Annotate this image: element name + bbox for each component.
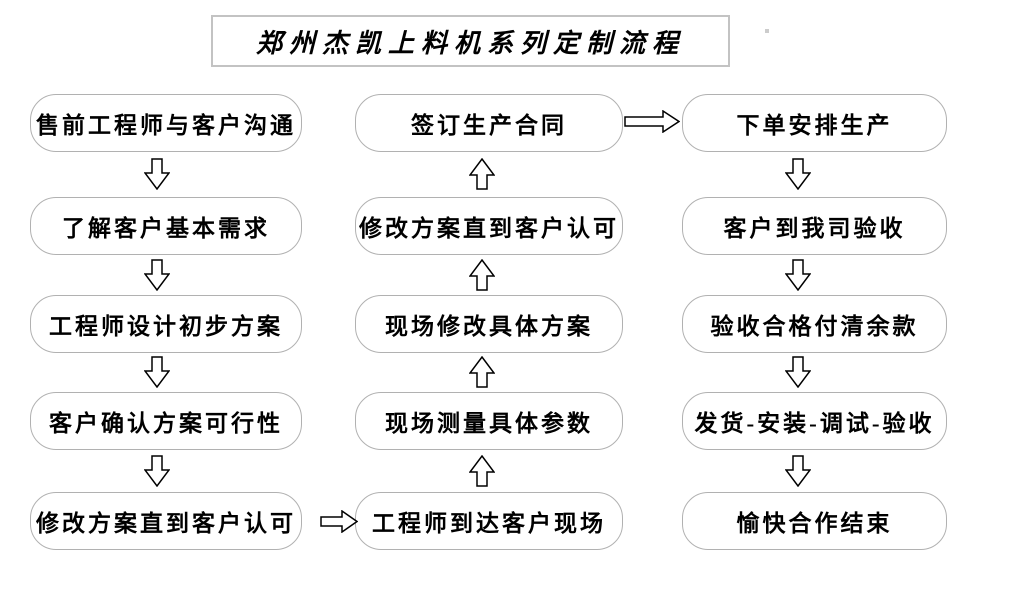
down-arrow-icon <box>785 356 811 388</box>
up-arrow-icon <box>469 259 495 291</box>
node-customer-acceptance: 客户到我司验收 <box>682 197 947 255</box>
node-arrive-customer-site: 工程师到达客户现场 <box>355 492 623 550</box>
node-revise-until-approved: 修改方案直到客户认可 <box>30 492 302 550</box>
down-arrow-icon <box>785 158 811 190</box>
up-arrow-icon <box>469 158 495 190</box>
down-arrow-icon <box>785 455 811 487</box>
node-onsite-measure-parameters: 现场测量具体参数 <box>355 392 623 450</box>
node-final-payment: 验收合格付清余款 <box>682 295 947 353</box>
node-onsite-modify-plan: 现场修改具体方案 <box>355 295 623 353</box>
up-arrow-icon <box>469 455 495 487</box>
down-arrow-icon <box>144 455 170 487</box>
right-arrow-icon <box>320 510 358 533</box>
flowchart-title: 郑州杰凯上料机系列定制流程 <box>255 28 685 58</box>
node-place-order-production: 下单安排生产 <box>682 94 947 152</box>
up-arrow-icon <box>469 356 495 388</box>
node-sign-contract: 签订生产合同 <box>355 94 623 152</box>
node-initial-design: 工程师设计初步方案 <box>30 295 302 353</box>
node-understand-needs: 了解客户基本需求 <box>30 197 302 255</box>
flowchart-title-box: 郑州杰凯上料机系列定制流程 <box>211 15 730 67</box>
node-presales-communication: 售前工程师与客户沟通 <box>30 94 302 152</box>
right-arrow-icon <box>624 110 680 133</box>
down-arrow-icon <box>144 259 170 291</box>
stray-dot <box>765 29 769 33</box>
node-cooperation-end: 愉快合作结束 <box>682 492 947 550</box>
down-arrow-icon <box>144 356 170 388</box>
node-onsite-revise-until-approved: 修改方案直到客户认可 <box>355 197 623 255</box>
node-confirm-feasibility: 客户确认方案可行性 <box>30 392 302 450</box>
node-delivery-install-debug-accept: 发货-安装-调试-验收 <box>682 392 947 450</box>
down-arrow-icon <box>144 158 170 190</box>
down-arrow-icon <box>785 259 811 291</box>
